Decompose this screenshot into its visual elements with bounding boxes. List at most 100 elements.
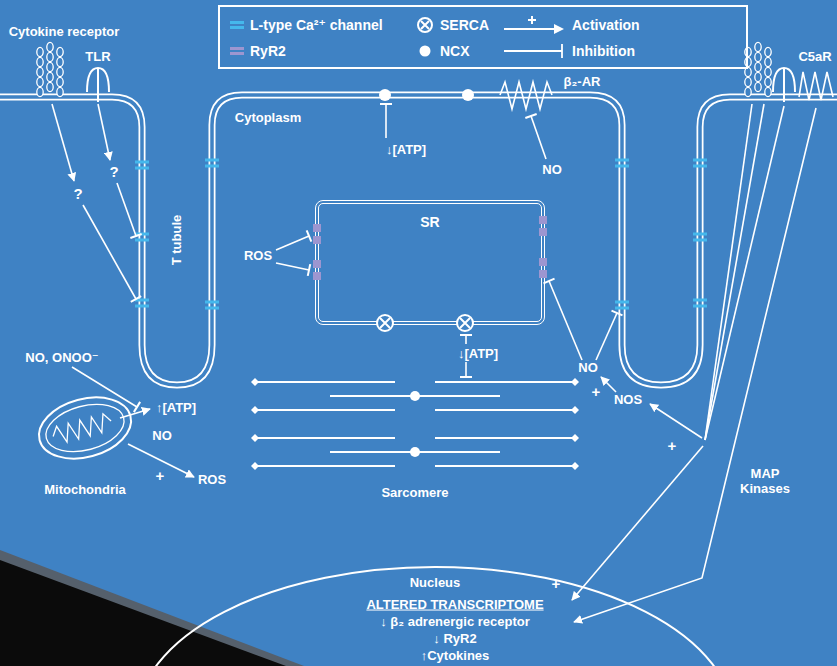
drawing-part: [313, 224, 321, 232]
inhibition-line: [83, 205, 136, 299]
tlr-symbol: [87, 68, 109, 102]
sarcolemma: [0, 95, 837, 385]
molecule-label: ROS: [198, 473, 226, 488]
legend-text: Inhibition: [572, 43, 635, 59]
serca-pump: [377, 315, 393, 331]
inhibition-line: [385, 104, 387, 138]
legend-swatch: [230, 21, 244, 24]
sarcomere: Sarcomere: [250, 368, 580, 506]
legend-entry: Inhibition: [502, 40, 635, 62]
legend-entry: Activation: [502, 14, 640, 36]
drawing-part: [528, 16, 536, 24]
legend-sample: [416, 42, 434, 60]
legend-swatch: [230, 47, 244, 50]
gpcr-symbol: [500, 82, 552, 109]
drawing-part: [571, 434, 579, 442]
legend-entry: NCX: [416, 40, 470, 62]
metabolite-label: ↓[ATP]: [386, 143, 426, 158]
drawing-part: [418, 18, 432, 32]
l-type-channel: [615, 301, 629, 310]
legend-box: L-type Ca²⁺ channelRyR2 SERCA NCX Activatio…: [218, 5, 748, 69]
l-type-channel: [693, 159, 707, 168]
legend-text: SERCA: [440, 17, 489, 33]
drawing-part: [435, 381, 572, 383]
legend-entry: RyR2: [230, 40, 286, 62]
ncx-symbol: [379, 89, 391, 101]
inhibition-line: [549, 281, 582, 360]
cytokine-receptor-symbol: [37, 42, 63, 96]
activation-arrow: [705, 106, 784, 440]
structure-label: T tubule: [170, 215, 185, 266]
ncx-symbol: [462, 89, 474, 101]
ryr2-channel: [539, 258, 547, 278]
drawing-part: [539, 258, 547, 266]
drawing-part: [251, 462, 259, 470]
drawing-part: [258, 381, 395, 383]
drawing-part: [258, 437, 395, 439]
node-title: Sarcomere: [381, 486, 448, 501]
l-type-channel: [135, 161, 149, 170]
molecule-label: NO, ONOO⁻: [25, 351, 98, 366]
drawing-part: [377, 315, 393, 331]
legend-sample: [502, 14, 566, 36]
node-title: Mitochondria: [44, 483, 126, 498]
corner-band: [0, 560, 286, 666]
l-type-channel: [205, 159, 219, 168]
region-label: Cytoplasm: [235, 111, 301, 126]
drawing-part: [420, 46, 431, 57]
unknown-mark: ?: [109, 163, 118, 180]
drawing-part: [539, 270, 547, 278]
sarcolemma: [0, 95, 837, 385]
drawing-part: [32, 388, 138, 468]
activation-arrow: [705, 104, 764, 440]
drawing-part: [313, 260, 321, 268]
drawing-part: [258, 409, 395, 411]
activation-arrow: [120, 409, 150, 418]
mitochondrion-outline: [32, 388, 138, 468]
node-text: ↓ β₂ adrenergic receptor: [380, 615, 530, 630]
drawing-part: [51, 412, 114, 445]
inhibition-line: [72, 367, 137, 407]
gpcr-symbol: [500, 72, 833, 109]
drawing-part: [41, 396, 130, 459]
cytokine-receptor-symbol: [745, 42, 771, 96]
receptor-label: C5aR: [798, 50, 831, 65]
receptor-label: Cytokine receptor: [9, 25, 120, 40]
node-text: ALTERED TRANSCRIPTOME: [366, 598, 543, 613]
drawing-part: [380, 318, 390, 328]
drawing-part: [504, 28, 556, 30]
tlr-symbol: [773, 68, 795, 102]
inhibition-line: [276, 263, 309, 270]
gpcr-symbol: [799, 72, 833, 100]
l-type-channel: [135, 159, 707, 310]
molecule-label: NO: [152, 429, 172, 444]
activation-sign: +: [668, 437, 677, 454]
drawing-part: [435, 409, 572, 411]
legend-text: L-type Ca²⁺ channel: [250, 17, 383, 33]
drawing-part: [457, 315, 473, 331]
inhibition-line: [72, 104, 617, 407]
myofilament: [251, 378, 579, 470]
activation-sign: +: [156, 467, 165, 484]
inhibition-line: [465, 362, 467, 377]
sarcolemma: [0, 95, 837, 385]
node-text: ↓ RyR2: [433, 632, 476, 647]
drawing-part: [410, 447, 420, 457]
drawing-part: [421, 21, 429, 29]
ryr2-channel: [539, 216, 547, 236]
legend-sample: [502, 40, 566, 62]
receptor-label: TLR: [85, 50, 110, 65]
activation-sign: +: [592, 383, 601, 400]
legend-text: Activation: [572, 17, 640, 33]
l-type-channel: [135, 299, 149, 308]
drawing-part: [435, 437, 572, 439]
drawing-part: [571, 378, 579, 386]
node-title: Nucleus: [410, 576, 461, 591]
legend-text: NCX: [440, 43, 470, 59]
drawing-part: [571, 462, 579, 470]
ncx-symbol: [379, 89, 474, 101]
metabolite-label: ↑[ATP]: [156, 401, 196, 416]
receptor-label: β₂-AR: [564, 75, 601, 90]
inhibition-line: [117, 183, 136, 236]
